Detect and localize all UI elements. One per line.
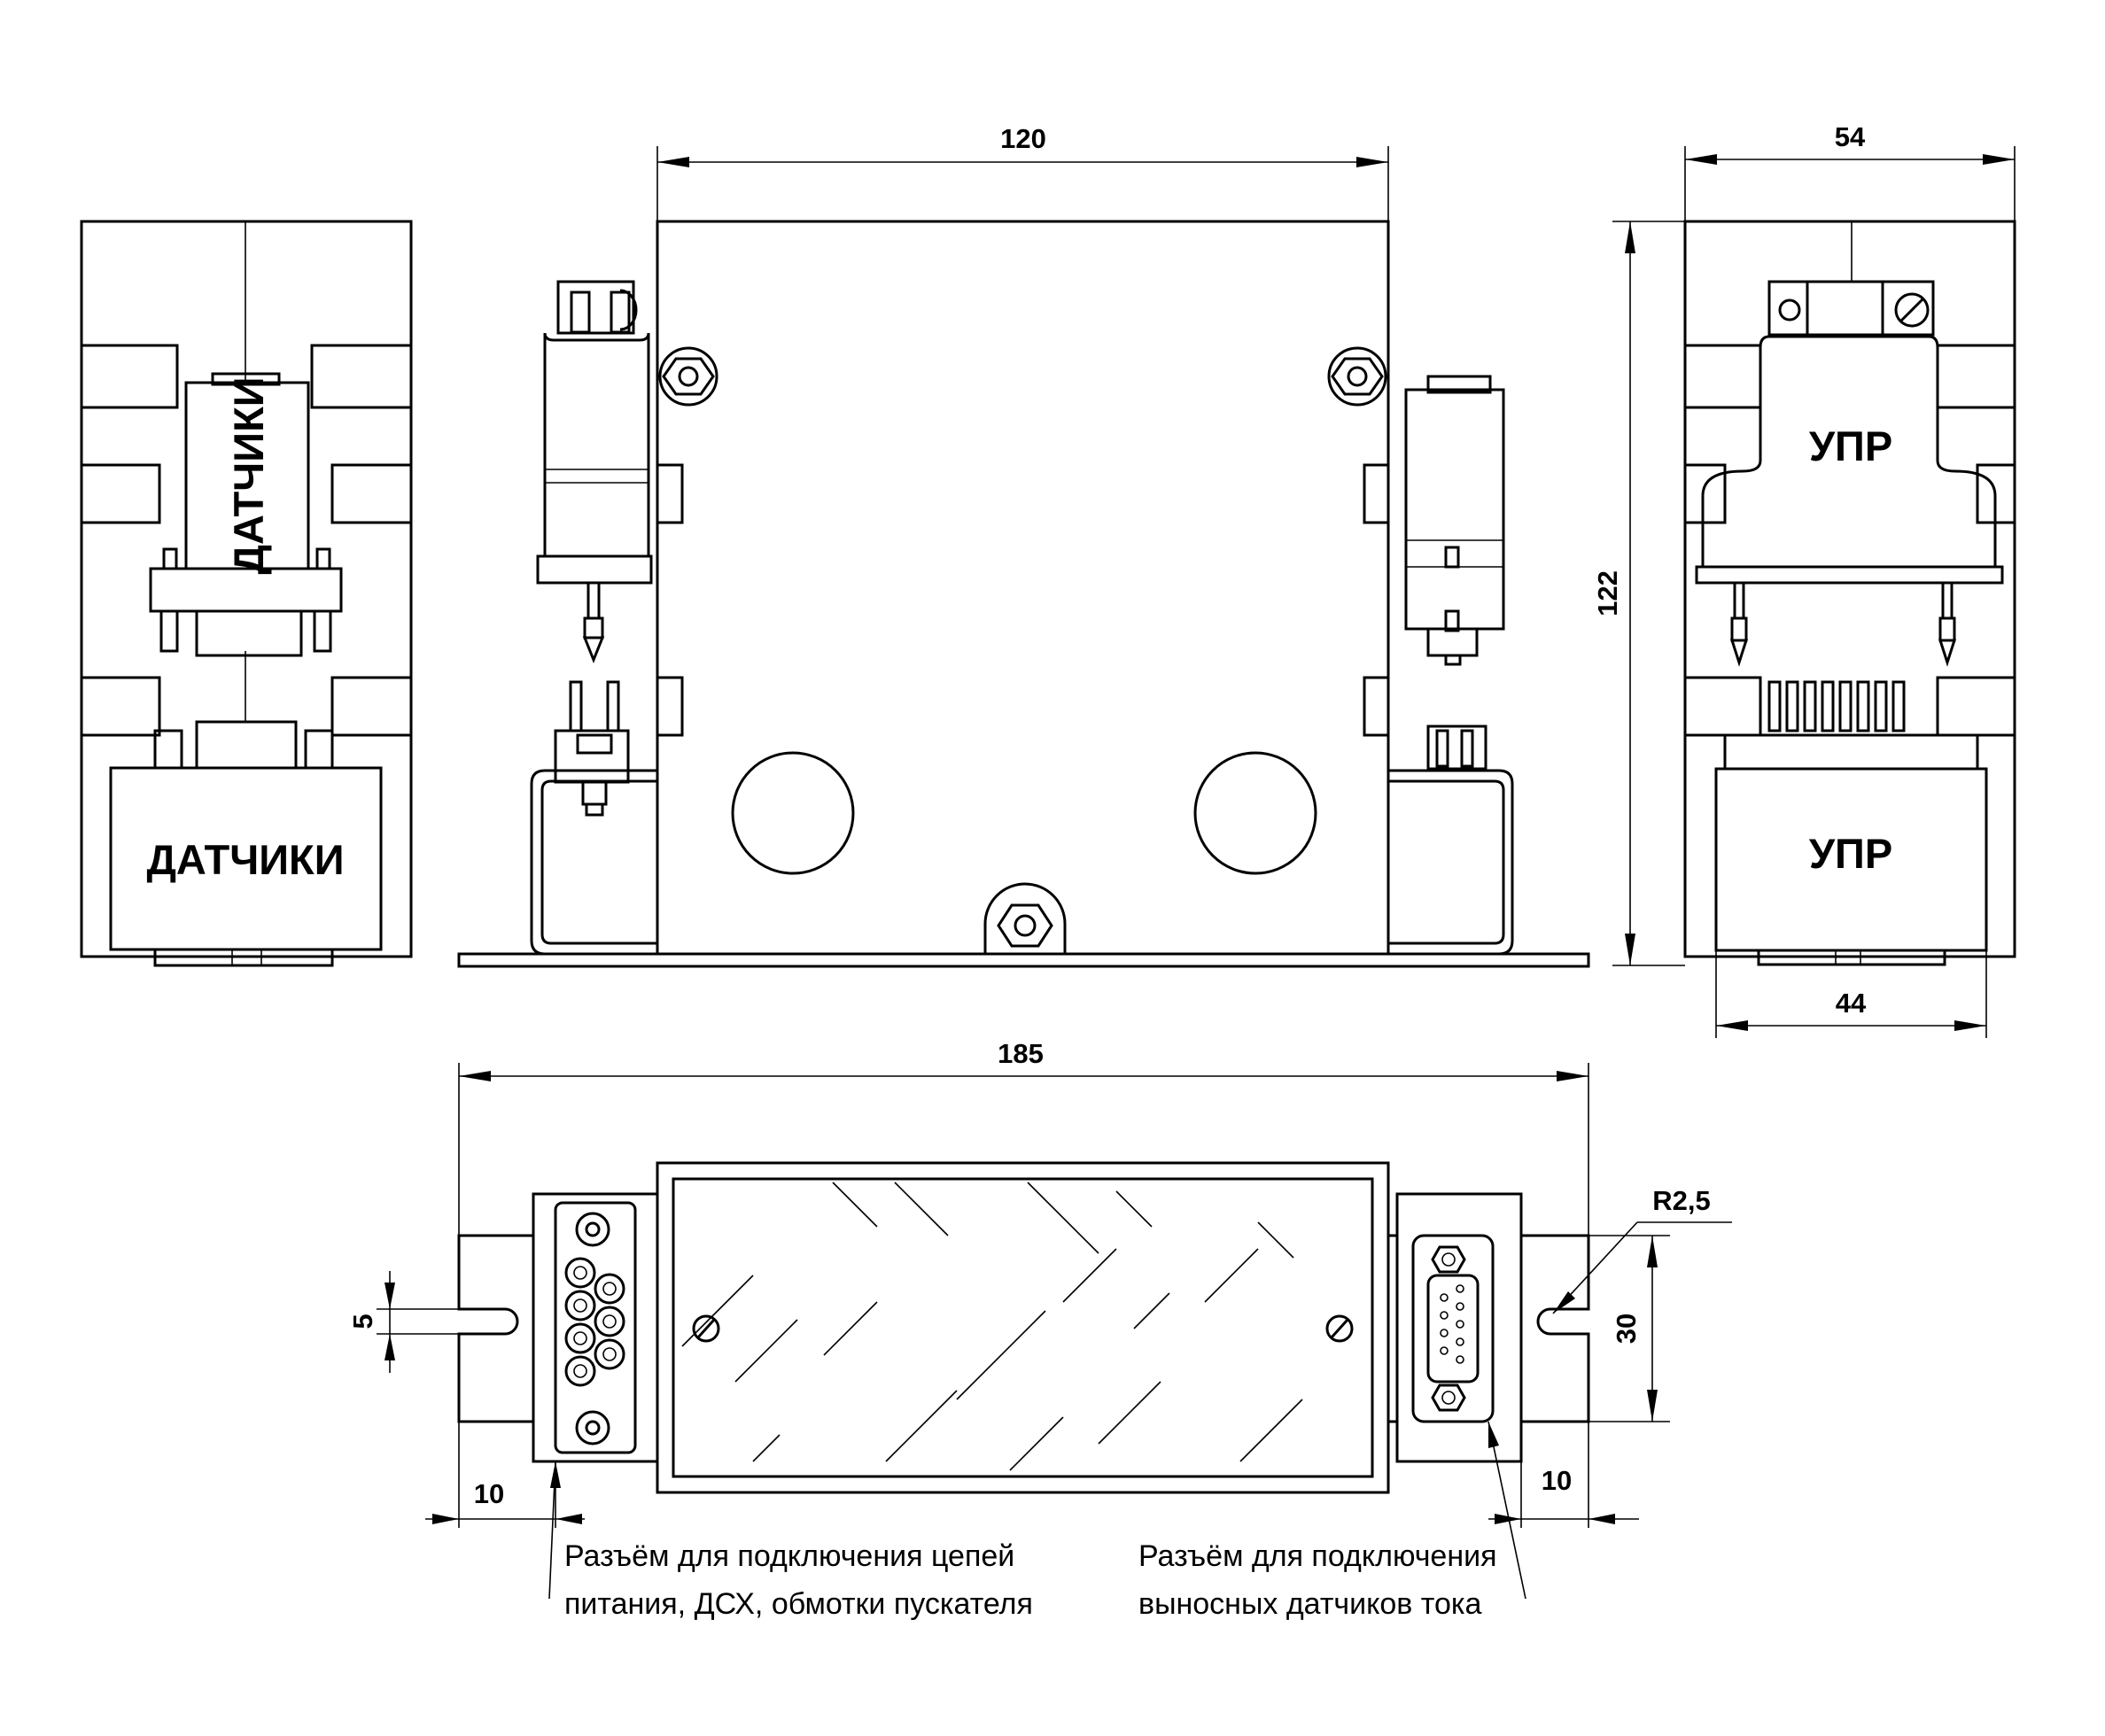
- dim-10-left: 10: [474, 1478, 504, 1509]
- dim-5: 5: [347, 1314, 378, 1329]
- right-connector-label: УПР: [1809, 422, 1892, 469]
- connector-notes: Разъём для подключения цепей питания, ДС…: [564, 1539, 1497, 1621]
- mount-hole-left: [731, 751, 855, 875]
- dim-30: 30: [1611, 1314, 1642, 1344]
- note-power-line2: питания, ДСХ, обмотки пускателя: [564, 1587, 1033, 1621]
- glass-hatching: [681, 1182, 1303, 1471]
- right-block-label: УПР: [1809, 830, 1892, 877]
- current-sensor-connector-pins: [1440, 1284, 1464, 1364]
- dim-54: 54: [1835, 121, 1866, 152]
- left-connector-label: ДАТЧИКИ: [225, 376, 272, 574]
- dim-122: 122: [1592, 570, 1623, 616]
- bottom-view: 185: [347, 1038, 1732, 1600]
- dim-185: 185: [998, 1038, 1044, 1069]
- mount-hole-right: [1193, 751, 1317, 875]
- dim-10-right: 10: [1542, 1465, 1572, 1496]
- power-connector-pins: [564, 1257, 625, 1387]
- note-sensor-line1: Разъём для подключения: [1138, 1539, 1497, 1573]
- dim-120: 120: [1000, 123, 1046, 154]
- radius-label: R2,5: [1652, 1185, 1710, 1216]
- right-side-view: УПР УПР 54 12: [1592, 121, 2016, 1038]
- note-sensor-line2: выносных датчиков тока: [1138, 1587, 1482, 1621]
- note-power-line1: Разъём для подключения цепей: [564, 1539, 1014, 1573]
- front-view: 120: [457, 123, 1590, 968]
- dim-44: 44: [1836, 988, 1867, 1019]
- left-side-view: ДАТЧИКИ ДАТЧИКИ: [80, 220, 413, 967]
- left-block-label: ДАТЧИКИ: [146, 836, 344, 883]
